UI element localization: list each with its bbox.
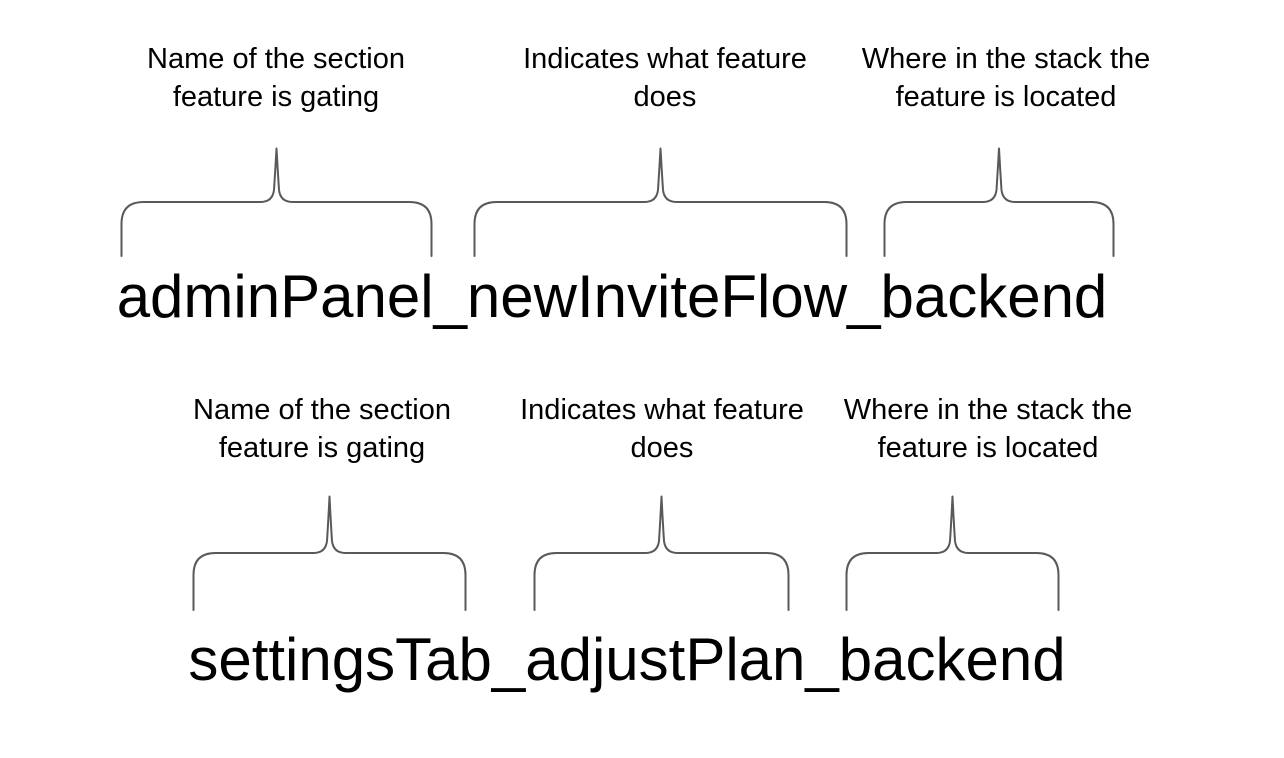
annotation-label-line: Where in the stack the [843, 394, 1133, 426]
flag-name-text: adminPanel_newInviteFlow_backend [116, 263, 1108, 330]
annotation-label-line: Indicates what feature [523, 43, 807, 75]
annotation-feature-label: Indicates what feature does [482, 391, 842, 467]
annotation-feature-label: Indicates what feature does [485, 40, 845, 116]
curly-brace-feature [533, 495, 790, 611]
annotation-label-line: Indicates what feature [520, 394, 804, 426]
annotation-label-line: does [630, 432, 694, 464]
annotation-label-line: Where in the stack the [861, 43, 1151, 75]
annotation-section-label: Name of the section feature is gating [142, 391, 502, 467]
annotation-label-line: Name of the section [193, 394, 451, 426]
flag-name-text: settingsTab_adjustPlan_backend [188, 626, 1066, 693]
annotation-label-line: feature is gating [218, 432, 426, 464]
curly-brace-section [120, 147, 433, 257]
annotation-stack-label: Where in the stack the feature is locate… [826, 40, 1186, 116]
annotation-stack-label: Where in the stack the feature is locate… [808, 391, 1168, 467]
curly-brace-section [192, 495, 467, 611]
curly-brace-stack [883, 147, 1115, 257]
curly-brace-feature [473, 147, 848, 257]
annotation-label-line: feature is gating [172, 81, 380, 113]
annotation-label-line: does [633, 81, 697, 113]
annotation-label-line: feature is located [877, 432, 1099, 464]
annotation-label-line: Name of the section [147, 43, 405, 75]
curly-brace-stack [845, 495, 1060, 611]
annotation-section-label: Name of the section feature is gating [96, 40, 456, 116]
annotation-label-line: feature is located [895, 81, 1117, 113]
